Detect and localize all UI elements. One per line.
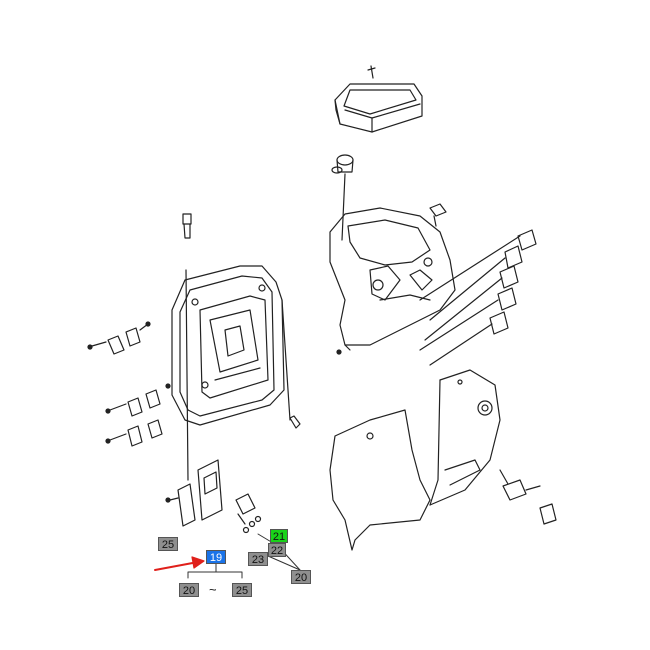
callout-22: 22 [268,543,286,557]
clip-part-1 [87,321,151,355]
callout-20-right: 20 [291,570,311,584]
upper-housing-part [329,207,456,355]
top-cover-part [334,83,423,133]
small-switch-part [429,203,447,227]
range-tilde: ~ [209,582,217,597]
switch-part [235,493,256,525]
nut-parts [242,515,262,534]
callout-19: 19 [206,550,226,564]
bolt-top-left [182,213,192,239]
screw-top [367,65,376,79]
bracket-plate-part [165,459,223,527]
bolt-right-panel [281,299,301,429]
clip-part-2 [105,383,171,417]
ignition-switch-part [331,154,354,241]
callout-21: 21 [270,529,288,543]
connector-stack [419,229,537,366]
callout-20-bottom: 20 [179,583,199,597]
back-panel-part [171,265,285,481]
pointer-arrow [154,556,205,571]
clip-part-3 [105,419,163,447]
callout-25-bottom: 25 [232,583,252,597]
callout-23: 23 [248,552,268,566]
plug-connector-part [499,469,557,525]
lower-cover-part [329,369,501,551]
callout-25-left: 25 [158,537,178,551]
